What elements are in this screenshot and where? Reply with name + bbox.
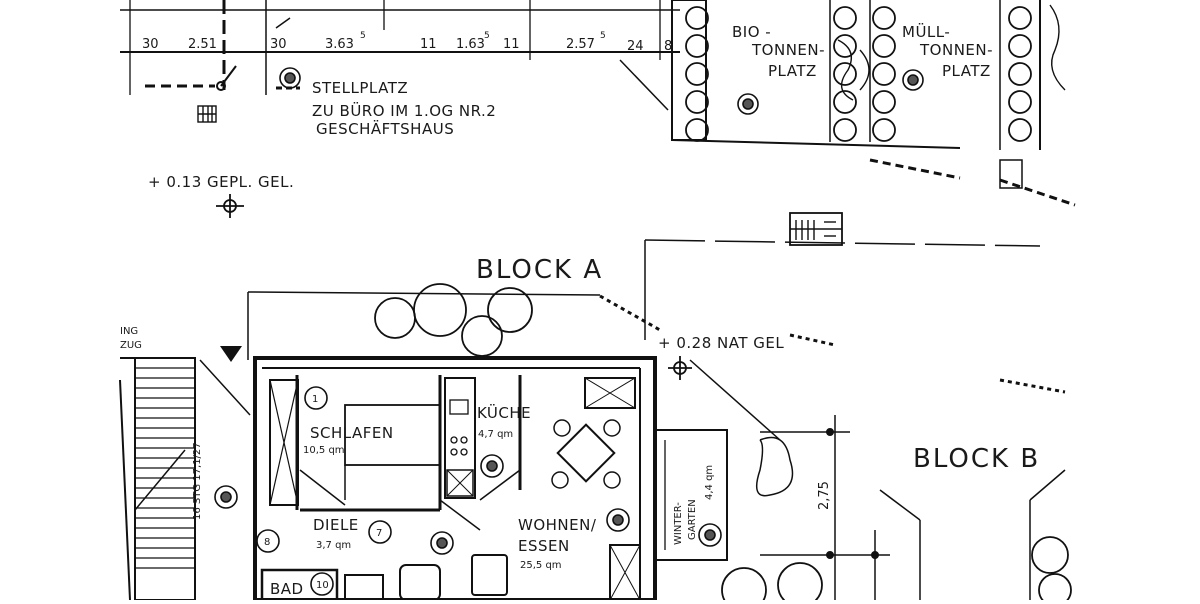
label-stairs: 16 STG 17,1/27 <box>192 442 203 520</box>
room-area-kueche: 4,7 qm <box>478 429 513 440</box>
room-labels: SCHLAFEN 10,5 qm KÜCHE 4,7 qm DIELE 3,7 … <box>270 403 715 598</box>
room-name-bad: BAD <box>270 580 304 598</box>
label-bio-3: PLATZ <box>768 62 817 80</box>
level-marker-nat <box>668 356 692 380</box>
room-marker-numbers: 1 7 8 10 <box>264 394 382 591</box>
dim-label: 1.63 <box>456 37 485 52</box>
label-bio-2: TONNEN- <box>751 41 825 59</box>
room-area-diele: 3,7 qm <box>316 540 351 551</box>
dim-label: 11 <box>503 37 520 52</box>
level-marker-gepl <box>216 194 244 218</box>
marker-number: 7 <box>376 528 382 539</box>
room-markers <box>214 67 924 596</box>
label-stellplatz: STELLPLATZ <box>312 79 408 97</box>
room-name-wohnen-2: ESSEN <box>518 537 570 555</box>
room-area-wohnen: 25,5 qm <box>520 560 562 571</box>
label-geschaeftshaus: GESCHÄFTSHAUS <box>316 119 454 138</box>
dim-label: 11 <box>420 37 437 52</box>
room-name-wintergarten-1: WINTER- <box>673 502 684 545</box>
grid-symbol-2 <box>790 220 842 240</box>
dim-label-sup: 5 <box>360 31 366 41</box>
room-name-kueche: KÜCHE <box>477 403 531 422</box>
label-block-b: BLOCK B <box>913 444 1040 474</box>
bin-area <box>671 0 1076 207</box>
grid-symbol-1 <box>197 105 217 123</box>
marker-number: 8 <box>264 537 270 548</box>
dim-label: 8 <box>664 39 672 54</box>
top-dimension-strip <box>120 0 680 111</box>
dim-label: 30 <box>142 37 159 52</box>
room-name-schlafen: SCHLAFEN <box>310 424 394 442</box>
dim-label: 24 <box>627 39 644 54</box>
block-a-plan <box>119 346 1066 602</box>
room-name-wohnen-1: WOHNEN/ <box>518 516 597 534</box>
trees <box>374 283 1072 604</box>
annotation-labels: STELLPLATZ ZU BÜRO IM 1.OG NR.2 GESCHÄFT… <box>120 22 1040 520</box>
label-muell-2: TONNEN- <box>919 41 993 59</box>
label-level-nat: + 0.28 NAT GEL <box>658 334 784 352</box>
marker-number: 10 <box>316 580 329 591</box>
label-buero: ZU BÜRO IM 1.OG NR.2 <box>312 101 496 120</box>
label-level-gepl: + 0.13 GEPL. GEL. <box>148 173 294 191</box>
dim-label-275: 2,75 <box>817 481 832 510</box>
dim-label: 3.63 <box>325 37 354 52</box>
dimension-labels: 30 2.51 30 3.63 5 11 1.63 5 11 2.57 5 24… <box>142 31 832 510</box>
dim-label: 2.51 <box>188 37 217 52</box>
room-name-diele: DIELE <box>313 516 359 534</box>
label-left-cut-2: ZUG <box>120 340 142 351</box>
site-lines <box>247 212 1066 441</box>
dim-label-sup: 5 <box>600 31 606 41</box>
room-name-wintergarten-2: GARTEN <box>687 499 698 540</box>
dim-label: 2.57 <box>566 37 595 52</box>
room-area-wintergarten: 4,4 qm <box>704 465 715 500</box>
dim-label: 30 <box>270 37 287 52</box>
label-block-a: BLOCK A <box>476 255 603 285</box>
label-bio-1: BIO - <box>732 23 771 41</box>
room-area-schlafen: 10,5 qm <box>303 445 345 456</box>
label-muell-1: MÜLL- <box>902 22 950 41</box>
label-muell-3: PLATZ <box>942 62 991 80</box>
dim-label-sup: 5 <box>484 31 490 41</box>
marker-number: 1 <box>312 394 318 405</box>
label-left-cut-1: ING <box>120 326 138 337</box>
